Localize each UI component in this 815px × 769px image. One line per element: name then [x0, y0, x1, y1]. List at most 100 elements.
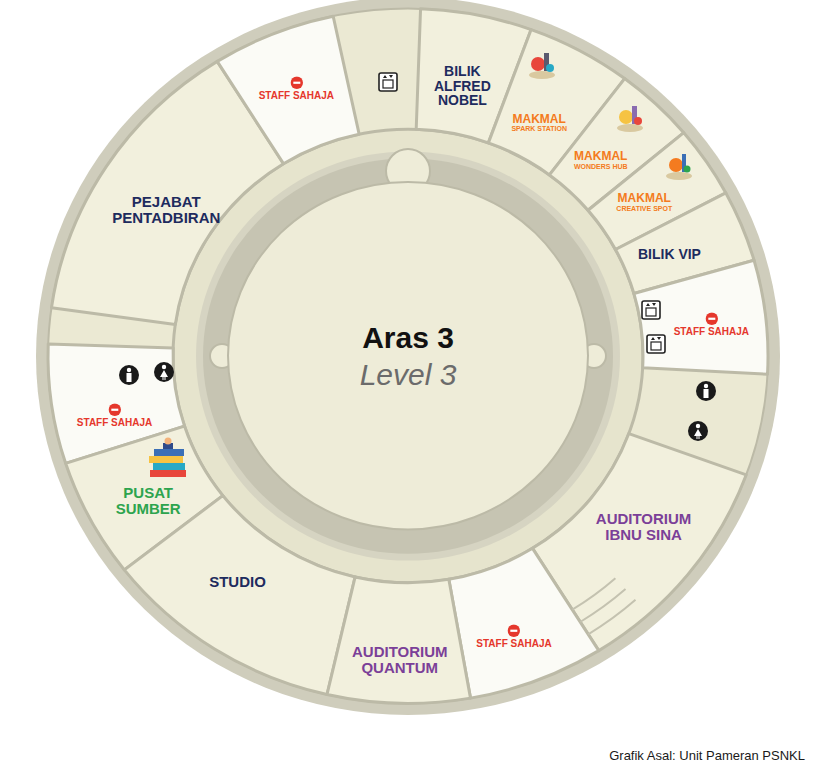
- room-label: BILIK VIP: [638, 247, 701, 262]
- staff-room: STAFF SAHAJA: [215, 14, 362, 166]
- reader-head: [165, 438, 172, 445]
- no-entry-symbol: [508, 624, 521, 637]
- room-shape: [449, 548, 599, 698]
- lift-door: [646, 308, 656, 316]
- toilet-body: [160, 370, 168, 380]
- lift-symbol: [647, 335, 665, 353]
- no-entry-bar: [708, 318, 715, 320]
- room-shape: [327, 577, 470, 703]
- room-shape: [634, 260, 768, 374]
- lab-tube: [632, 106, 637, 124]
- court-shape: [228, 182, 588, 529]
- room-name: AUDITORIUM QUANTUM: [345, 644, 455, 676]
- book: [153, 463, 185, 470]
- room-label: MAKMALCREATIVE SPOT: [616, 192, 672, 212]
- credit-note: Grafik Asal: Unit Pameran PSNKL: [609, 748, 805, 763]
- toilet-body: [704, 389, 709, 398]
- toilet-disc: [154, 362, 174, 382]
- toilet-head: [696, 424, 700, 428]
- reader-body: [163, 443, 173, 449]
- lift-door: [383, 80, 393, 88]
- lift-frame: [647, 335, 665, 353]
- book: [150, 470, 186, 477]
- no-entry-symbol: [290, 77, 303, 90]
- level-court: Aras 3 Level 3: [228, 182, 588, 529]
- floor: [48, 9, 768, 704]
- seat-row: [580, 589, 625, 622]
- room-name: MAKMAL: [616, 192, 672, 205]
- lift-arrows: [383, 75, 393, 78]
- lab-flask: [619, 110, 633, 124]
- lab-illustration: [666, 154, 692, 180]
- room-shape: [124, 496, 355, 695]
- toilet-female-symbol: [688, 421, 708, 441]
- inner-wall-top: [196, 151, 620, 560]
- room-shape: [217, 16, 359, 163]
- room-name: STAFF SAHAJA: [77, 418, 152, 429]
- room-outline: [228, 182, 588, 529]
- staff-room: STAFF SAHAJA: [631, 258, 770, 377]
- no-entry-bar: [511, 630, 518, 632]
- room-subtitle: CREATIVE SPOT: [616, 205, 672, 212]
- toilet-disc: [688, 421, 708, 441]
- lab-base: [529, 71, 555, 79]
- room-outline: [446, 546, 601, 701]
- room-label: STAFF SAHAJA: [476, 624, 551, 650]
- inner-wall: [203, 158, 613, 554]
- staff-room: STAFF SAHAJA: [446, 546, 601, 701]
- no-entry-disc: [290, 77, 302, 89]
- room-label: PEJABAT PENTADBIRAN: [91, 195, 241, 227]
- room-name: PEJABAT PENTADBIRAN: [91, 195, 241, 227]
- outer-wall: [36, 0, 780, 715]
- room-name: BILIK VIP: [638, 247, 701, 262]
- room-name: STAFF SAHAJA: [476, 639, 551, 650]
- no-entry-bar: [111, 409, 118, 411]
- seat-row: [588, 600, 635, 635]
- toilet-head: [127, 368, 131, 372]
- lab-dish: [546, 64, 554, 72]
- no-entry-symbol: [705, 312, 718, 325]
- room-label: STAFF SAHAJA: [77, 403, 152, 429]
- lift-frame: [642, 301, 660, 319]
- room-outline: [631, 258, 770, 377]
- room-name: PUSAT SUMBER: [108, 485, 188, 517]
- room-name: Aras 3: [360, 321, 457, 353]
- toilet-disc: [696, 381, 716, 401]
- room-subtitle: SPARK STATION: [511, 125, 567, 132]
- lab-illustration: [617, 106, 643, 132]
- room-label: BILIK ALFRED NOBEL: [423, 64, 501, 108]
- room-label: STAFF SAHAJA: [259, 77, 334, 103]
- toilet-disc: [119, 365, 139, 385]
- room-label: PUSAT SUMBER: [108, 485, 188, 517]
- lab-microscope: [544, 53, 549, 71]
- no-entry-disc: [705, 313, 717, 325]
- room-subtitle: WONDERS HUB: [574, 163, 628, 170]
- no-entry-disc: [508, 625, 520, 637]
- auditorium-room: AUDITORIUM QUANTUM: [325, 574, 473, 706]
- room-subtitle: Level 3: [360, 359, 457, 391]
- room-outline: [122, 493, 358, 697]
- toilet-head: [162, 365, 166, 369]
- room-name: STAFF SAHAJA: [674, 327, 749, 338]
- lab-base: [617, 124, 643, 132]
- corridor: [173, 129, 643, 583]
- lift-frame: [379, 73, 397, 91]
- toilet-body: [127, 373, 132, 382]
- auditorium-seating: [572, 578, 635, 634]
- lab-base: [666, 172, 692, 180]
- seat-row: [572, 578, 615, 609]
- lift-arrows: [646, 303, 656, 306]
- no-entry-symbol: [108, 403, 121, 416]
- books-illustration: [149, 438, 186, 478]
- room-label: AUDITORIUM QUANTUM: [345, 644, 455, 676]
- lab-palette: [669, 158, 683, 172]
- toilet-head: [704, 384, 708, 388]
- room-label: MAKMALWONDERS HUB: [574, 150, 628, 170]
- lab-dish: [684, 166, 691, 173]
- room-name: MAKMAL: [574, 150, 628, 163]
- room-label: STUDIO: [209, 575, 266, 591]
- toilet-male-symbol: [696, 381, 716, 401]
- no-entry-bar: [293, 82, 300, 84]
